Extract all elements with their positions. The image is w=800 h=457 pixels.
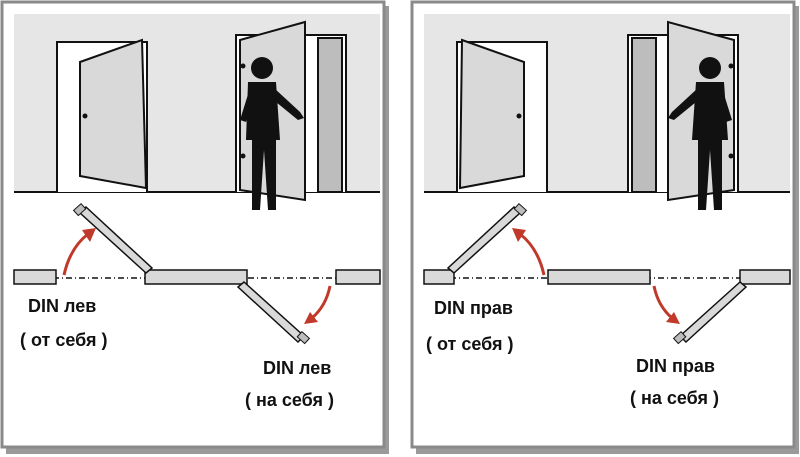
label-din-push: DIN прав xyxy=(434,298,513,318)
door-hinge-bottom xyxy=(728,153,734,159)
door-hinge-bottom xyxy=(240,153,246,159)
door-handle-push xyxy=(82,113,88,119)
person-figure-icon xyxy=(668,57,732,210)
door-frame-jamb xyxy=(631,37,657,193)
panel-left-illustration xyxy=(0,0,389,454)
wall-segment-right xyxy=(335,269,381,285)
label-direction-push: ( от себя ) xyxy=(426,334,514,354)
label-direction-pull: ( на себя ) xyxy=(245,390,335,410)
door-hinge-top xyxy=(240,63,246,69)
label-din-pull: DIN лев xyxy=(263,358,332,378)
wall-segment-left xyxy=(13,269,57,285)
label-direction-pull: ( на себя ) xyxy=(630,388,720,408)
door-plan-pull xyxy=(672,281,748,345)
door-leaf-push xyxy=(79,38,148,190)
wall-segment-left xyxy=(423,269,455,285)
arrow-push-icon xyxy=(62,228,96,276)
wall-segment-middle xyxy=(144,269,248,285)
panel-right-illustration xyxy=(410,0,799,454)
panel-din-left: DIN лев ( от себя ) DIN лев ( на себя ) xyxy=(0,0,390,457)
arrow-push-icon xyxy=(512,228,546,276)
arrow-pull-icon xyxy=(652,285,680,324)
wall-segment-right xyxy=(739,269,791,285)
wall-segment-middle xyxy=(547,269,651,285)
door-plan-pull xyxy=(236,281,311,345)
door-handle-push xyxy=(516,113,522,119)
door-plan-push xyxy=(72,202,154,274)
door-leaf-push xyxy=(458,38,525,190)
panel-din-right: DIN прав ( от себя ) DIN прав ( на себя … xyxy=(410,0,800,457)
label-din-pull: DIN прав xyxy=(636,356,715,376)
door-plan-push xyxy=(446,202,528,274)
door-frame-jamb xyxy=(317,37,343,193)
person-figure-icon xyxy=(240,57,304,210)
label-din-push: DIN лев xyxy=(28,296,97,316)
door-hinge-top xyxy=(728,63,734,69)
label-direction-push: ( от себя ) xyxy=(20,330,108,350)
arrow-pull-icon xyxy=(304,285,332,324)
